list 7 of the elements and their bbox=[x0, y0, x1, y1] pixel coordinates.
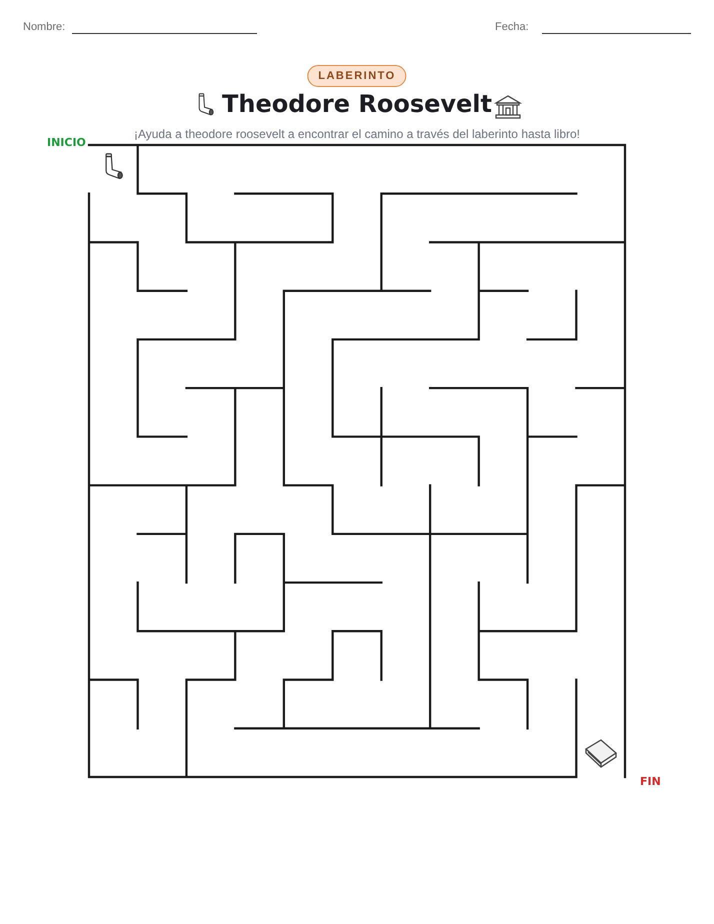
title: Theodore Roosevelt bbox=[222, 90, 492, 118]
field-label: Nombre: bbox=[23, 21, 66, 33]
field-label: Fecha: bbox=[495, 21, 529, 33]
category-tag: LABERINTO bbox=[307, 65, 407, 87]
start-label: INICIO bbox=[47, 136, 86, 149]
end-label: FIN bbox=[640, 775, 661, 788]
instructions: ¡Ayuda a theodore roosevelt a encontrar el camino a través del laberinto hasta libro! bbox=[134, 127, 580, 141]
